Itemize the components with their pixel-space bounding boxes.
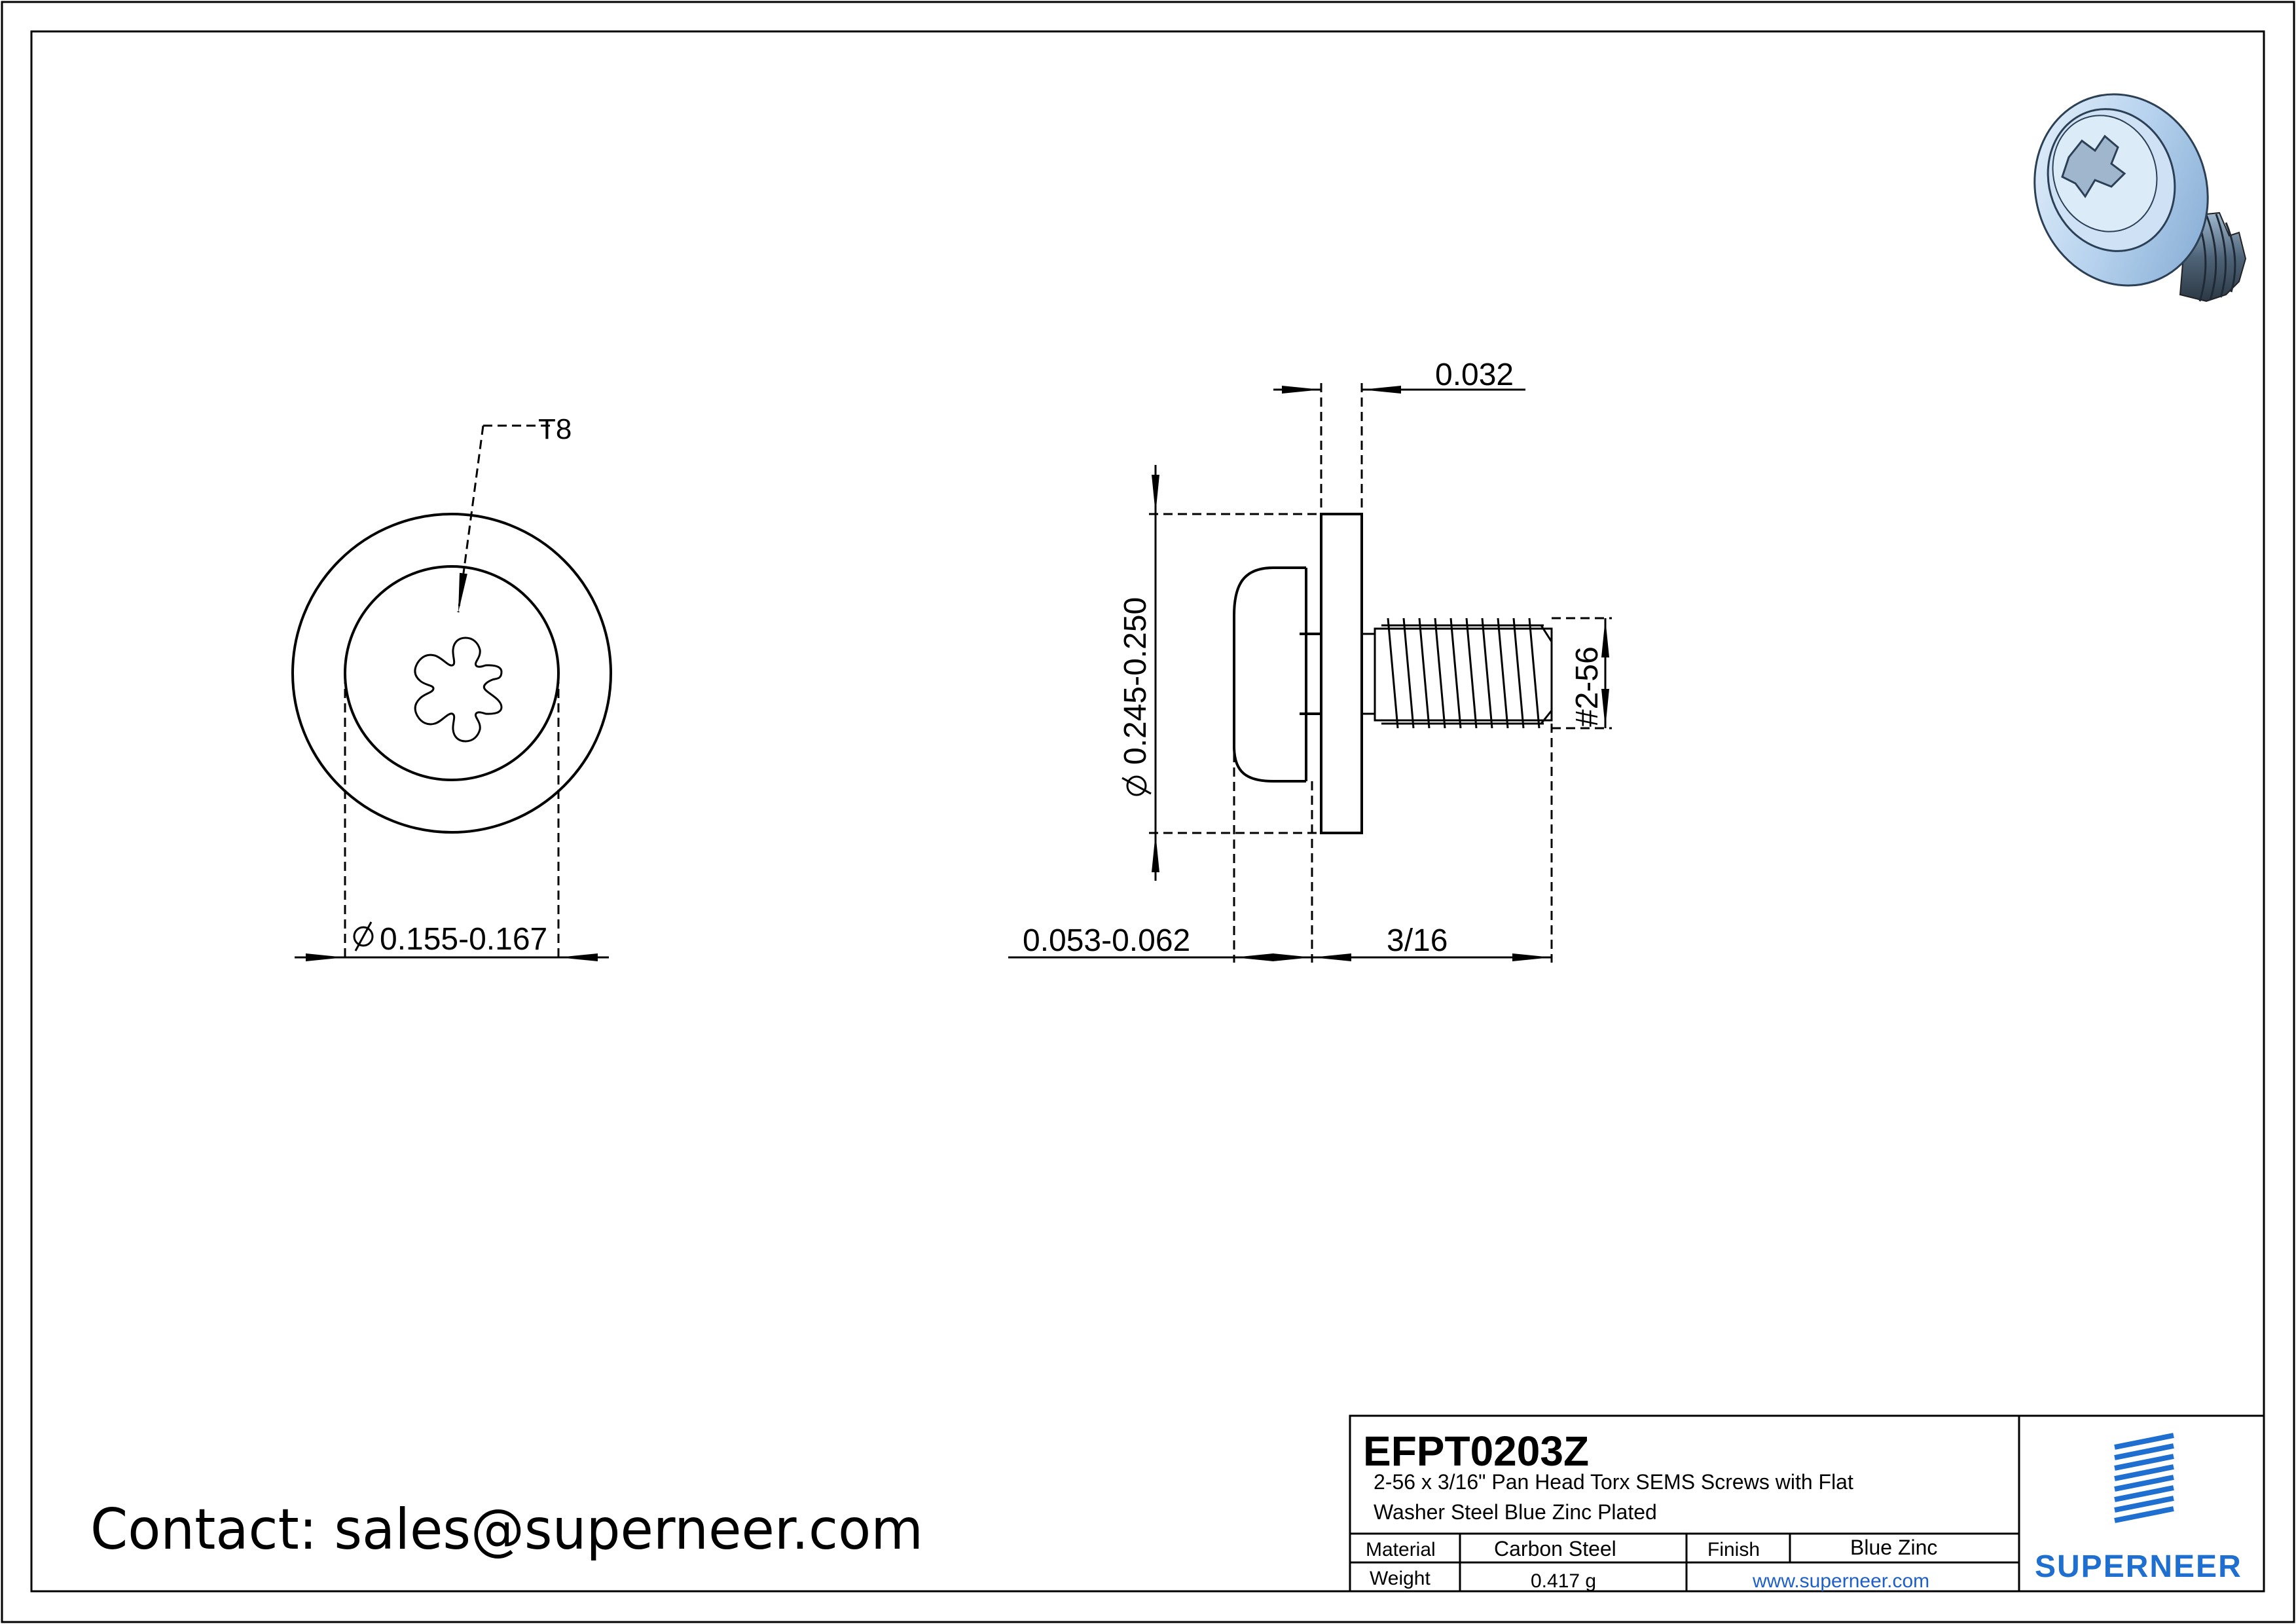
washer: [1320, 513, 1363, 834]
weight-value: 0.417 g: [1531, 1570, 1596, 1592]
pan-head: [1233, 566, 1306, 783]
length-label: 3/16: [1387, 923, 1448, 958]
torx-recess: [414, 637, 503, 743]
head-diameter-label: 0.245-0.250: [1118, 597, 1153, 765]
description-line-1: 2-56 x 3/16" Pan Head Torx SEMS Screws w…: [1374, 1470, 1853, 1494]
description-line-2: Washer Steel Blue Zinc Plated: [1374, 1500, 1657, 1524]
washer-outline: [291, 513, 612, 834]
website-link[interactable]: www.superneer.com: [1752, 1570, 1929, 1592]
front-view: [291, 513, 612, 834]
material-value: Carbon Steel: [1494, 1537, 1616, 1560]
material-label: Material: [1366, 1539, 1436, 1560]
title-block: EFPT0203Z 2-56 x 3/16" Pan Head Torx SEM…: [1349, 1414, 2265, 1593]
finish-value: Blue Zinc: [1850, 1536, 1937, 1559]
head-height-label: 0.053-0.062: [1023, 923, 1190, 958]
threaded-shank: [1362, 618, 1553, 729]
driver-size-label: T8: [538, 413, 572, 445]
head-diameter-dimension: 0.245-0.250: [1118, 597, 1153, 796]
finish-label: Finish: [1707, 1539, 1760, 1560]
contact-line[interactable]: Contact: sales@superneer.com: [90, 1497, 923, 1562]
brand-name: SUPERNEER: [2035, 1549, 2242, 1584]
thread-size-label: #2-56: [1570, 646, 1605, 727]
side-view-dimensions: [1008, 383, 1612, 963]
diameter-symbol: [353, 921, 374, 951]
screw-3d-render-icon: [2033, 93, 2247, 303]
weight-label: Weight: [1370, 1568, 1430, 1589]
washer-thickness-label: 0.032: [1435, 358, 1514, 392]
drive-diameter-label: 0.155-0.167: [380, 922, 547, 957]
side-view: [1233, 513, 1553, 834]
front-view-dimensions: [295, 424, 609, 963]
superneer-logo-icon: [2114, 1433, 2174, 1523]
head-outline: [344, 565, 560, 781]
part-number: EFPT0203Z: [1363, 1428, 1589, 1475]
